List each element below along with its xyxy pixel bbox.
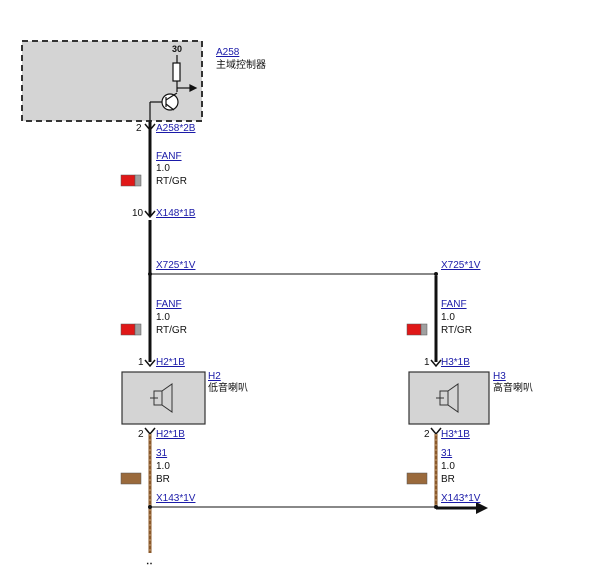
- connector-fork-icon: [144, 123, 156, 132]
- speaker-icon: [436, 383, 459, 413]
- connector-a258-2b[interactable]: 2 A258*2B: [136, 123, 196, 134]
- ground-end-mark: ‥: [146, 556, 153, 567]
- speaker-h3-pin-in: 1: [424, 357, 430, 368]
- wire-color-code[interactable]: FANF: [156, 151, 182, 162]
- connector-fork-icon: [144, 427, 156, 436]
- wire-color-swatch-stripe: [134, 323, 142, 336]
- wire-color-code[interactable]: FANF: [156, 299, 182, 310]
- speaker-h2[interactable]: 1 H2*1B H2 低音喇叭 2 H2*1B: [121, 357, 248, 440]
- speaker-h3-box: [408, 371, 490, 425]
- speaker-h3[interactable]: 1 H3*1B H3 高音喇叭 2 H3*1B: [408, 357, 533, 440]
- wire-gauge: 1.0: [441, 461, 455, 472]
- speaker-icon: [150, 383, 173, 413]
- wire-color-swatch: [120, 323, 136, 336]
- connector-x148-pin: 10: [132, 208, 144, 219]
- speaker-h3-name: 高音喇叭: [493, 381, 533, 394]
- connector-x148[interactable]: 10 X148*1B: [132, 208, 196, 219]
- module-a258-ref[interactable]: A258: [216, 47, 240, 58]
- ground-splice-right[interactable]: X143*1V: [441, 493, 481, 504]
- wire-color-name: RT/GR: [156, 176, 187, 187]
- wire-gauge: 1.0: [156, 163, 170, 174]
- speaker-h2-pin-out: 2: [138, 429, 144, 440]
- module-a258[interactable]: 30 A258 主域控制器: [21, 40, 266, 122]
- speaker-h2-conn-out[interactable]: H2*1B: [156, 429, 185, 440]
- splice-dot: [434, 272, 438, 276]
- ground-splice-x143[interactable]: X143*1V X143*1V: [148, 493, 488, 514]
- connector-fork-icon: [144, 210, 156, 219]
- connector-x148-label[interactable]: X148*1B: [156, 208, 196, 219]
- speaker-h3-pin-out: 2: [424, 429, 430, 440]
- speaker-h2-pin-in: 1: [138, 357, 144, 368]
- wire-spec-h3-feed: FANF 1.0 RT/GR: [406, 299, 472, 336]
- ground-splice-left[interactable]: X143*1V: [156, 493, 196, 504]
- transistor-icon: [149, 55, 198, 122]
- wire-color-swatch-stripe: [134, 174, 142, 187]
- ground-wire-h2[interactable]: ‥: [146, 434, 153, 567]
- connector-a258-label[interactable]: A258*2B: [156, 123, 196, 134]
- wire-color-name: BR: [156, 474, 170, 485]
- wire-gauge: 1.0: [156, 312, 170, 323]
- splice-dot: [148, 272, 152, 276]
- speaker-h2-ref[interactable]: H2: [208, 371, 221, 382]
- module-a258-name: 主域控制器: [216, 58, 266, 71]
- wire-color-swatch: [120, 174, 136, 187]
- wire-color-name: RT/GR: [441, 325, 472, 336]
- wire-spec-ground-h2: 31 1.0 BR: [120, 448, 170, 485]
- connector-a258-pin: 2: [136, 123, 142, 134]
- splice-x725-left[interactable]: X725*1V: [156, 260, 196, 271]
- wire-gauge: 1.0: [156, 461, 170, 472]
- speaker-h3-conn-out[interactable]: H3*1B: [441, 429, 470, 440]
- splice-x725[interactable]: X725*1V X725*1V: [148, 260, 481, 276]
- connector-fork-icon: [430, 359, 442, 368]
- wire-gauge: 1.0: [441, 312, 455, 323]
- ground-arrow-icon: [476, 502, 488, 514]
- wire-color-swatch: [120, 472, 142, 485]
- connector-fork-icon: [144, 359, 156, 368]
- wire-spec-h2-feed: FANF 1.0 RT/GR: [120, 299, 187, 336]
- speaker-h3-ref[interactable]: H3: [493, 371, 506, 382]
- connector-fork-icon: [430, 427, 442, 436]
- speaker-h2-box: [121, 371, 206, 425]
- speaker-h2-name: 低音喇叭: [208, 381, 248, 394]
- wire-color-code[interactable]: FANF: [441, 299, 467, 310]
- splice-dot: [148, 505, 152, 509]
- splice-x725-right[interactable]: X725*1V: [441, 260, 481, 271]
- wire-color-name: RT/GR: [156, 325, 187, 336]
- wire-color-code[interactable]: 31: [441, 448, 453, 459]
- wire-spec-upper: FANF 1.0 RT/GR: [120, 151, 187, 187]
- speaker-h2-conn-in[interactable]: H2*1B: [156, 357, 185, 368]
- wire-color-code[interactable]: 31: [156, 448, 168, 459]
- wire-color-name: BR: [441, 474, 455, 485]
- wire-spec-ground-h3: 31 1.0 BR: [406, 448, 455, 485]
- speaker-h3-conn-in[interactable]: H3*1B: [441, 357, 470, 368]
- wire-color-swatch-stripe: [420, 323, 428, 336]
- module-a258-terminal: 30: [172, 44, 182, 54]
- wire-color-swatch: [406, 472, 428, 485]
- wire-color-swatch: [406, 323, 422, 336]
